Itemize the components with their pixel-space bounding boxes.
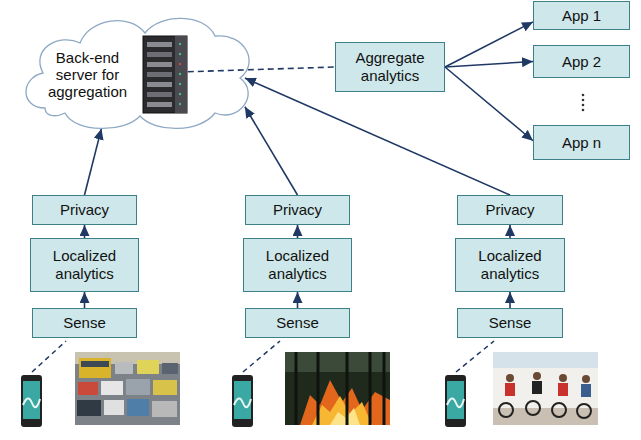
gym-photo	[493, 352, 598, 425]
server-icon	[143, 36, 187, 113]
server-led	[179, 53, 181, 55]
privacy-box: Privacy	[245, 195, 350, 225]
arrow-connector	[84, 292, 86, 308]
analytics-box: Localized analytics	[243, 238, 352, 292]
arrow-connector	[445, 22, 533, 67]
server-slot	[147, 92, 172, 97]
cloud-outline	[15, 8, 255, 133]
cloud-label: Back-end server for aggregation	[40, 48, 135, 100]
ellipsis-dots	[582, 94, 585, 112]
privacy-box: Privacy	[32, 195, 137, 225]
cloud-server: Back-end server for aggregation	[15, 8, 255, 133]
sense-box: Sense	[245, 308, 350, 338]
box-label: Privacy	[273, 201, 322, 219]
arrow-connector	[297, 292, 299, 308]
box-label: Aggregate analytics	[340, 49, 440, 85]
sense-box: Sense	[32, 308, 137, 338]
dashed-link	[188, 67, 335, 72]
sense-box: Sense	[457, 308, 563, 338]
box-label: Localized analytics	[460, 247, 560, 283]
server-led	[179, 103, 181, 105]
server-slot	[147, 42, 172, 47]
arrow-connector	[84, 225, 86, 238]
box-label: Privacy	[60, 201, 109, 219]
arrow-connector	[445, 62, 533, 68]
analytics-box: Localized analytics	[30, 238, 139, 292]
server-slot	[147, 102, 172, 107]
app-box: App 2	[533, 45, 630, 78]
arrow-connector	[297, 225, 299, 238]
server-slot	[147, 52, 172, 57]
server-led	[179, 83, 181, 85]
arrow-connector	[245, 107, 298, 195]
server-slot	[147, 82, 172, 87]
server-slot	[147, 72, 172, 77]
cloud-outline-path	[26, 18, 249, 128]
box-label: Sense	[489, 314, 532, 332]
box-label: App 1	[562, 7, 601, 25]
box-label: App n	[562, 134, 601, 152]
box-label: Sense	[63, 314, 106, 332]
arrow-connector	[509, 292, 511, 308]
analytics-box: Localized analytics	[455, 238, 565, 292]
box-label: Localized analytics	[248, 247, 347, 283]
box-label: App 2	[562, 53, 601, 71]
privacy-box: Privacy	[457, 195, 563, 225]
app-box: App n	[533, 125, 630, 160]
arrow-connector	[245, 78, 510, 195]
arrow-connector	[445, 67, 533, 141]
box-label: Privacy	[485, 201, 534, 219]
server-led	[179, 93, 181, 95]
analytics-box: Aggregate analytics	[335, 42, 445, 92]
arrow-connector	[509, 225, 511, 238]
fire-photo	[285, 352, 390, 425]
box-label: Sense	[276, 314, 319, 332]
server-led	[179, 43, 181, 45]
server-body	[143, 36, 187, 113]
traffic-photo	[75, 352, 180, 425]
app-box: App 1	[533, 1, 630, 30]
box-label: Localized analytics	[35, 247, 134, 283]
server-slot	[147, 62, 172, 67]
server-led	[179, 73, 181, 75]
server-label: Back-end server for aggregation	[40, 49, 135, 100]
server-led	[179, 63, 181, 65]
server-side	[175, 36, 187, 113]
arrow-connector	[85, 129, 102, 195]
